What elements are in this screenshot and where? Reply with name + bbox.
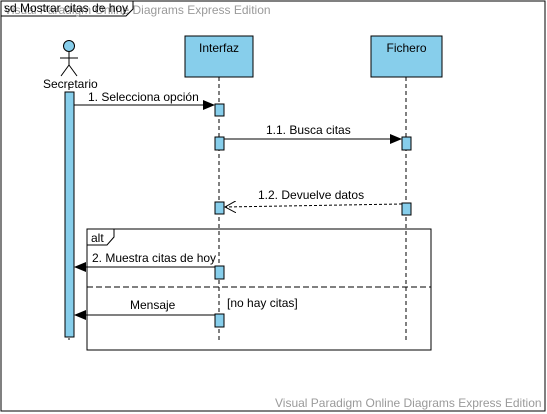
activation-interfaz-5: [214, 313, 225, 328]
activation-interfaz-3: [214, 201, 225, 215]
alt-fragment-frame: [86, 228, 432, 351]
actor-stick-figure-icon: [60, 40, 78, 77]
watermark-top: Visual Paradigm Online Diagrams Express …: [4, 3, 271, 17]
watermark-bottom: Visual Paradigm Online Diagrams Express …: [275, 396, 542, 410]
message-5-label: Mensaje: [130, 298, 176, 312]
activation-interfaz-1: [214, 103, 225, 117]
activation-interfaz-4: [214, 265, 225, 280]
alt-guard: [no hay citas]: [227, 296, 298, 310]
message-4-label: 2. Muestra citas de hoy: [92, 251, 217, 265]
lifeline-interfaz-box[interactable]: [184, 35, 254, 78]
message-1-label: 1. Selecciona opción: [88, 90, 199, 104]
lifeline-fichero-box[interactable]: [370, 35, 443, 78]
activation-secretario: [64, 91, 75, 338]
frame-title: sd Mostrar citas de hoy: [4, 1, 129, 15]
actor-name: Secretario: [43, 77, 98, 91]
lifeline-fichero-label: Fichero: [386, 41, 427, 55]
message-2-label: 1.1. Busca citas: [266, 123, 351, 137]
message-3-arrow[interactable]: [225, 204, 403, 207]
alt-operator: alt: [91, 231, 104, 245]
activation-interfaz-2: [214, 136, 225, 151]
activation-fichero-2: [401, 202, 412, 216]
alt-fragment-tab: [86, 228, 115, 246]
activation-fichero-1: [401, 136, 412, 151]
message-3-label: 1.2. Devuelve datos: [258, 188, 365, 202]
frame-title-tab: [0, 0, 134, 17]
lifeline-interfaz-label: Interfaz: [198, 41, 240, 55]
